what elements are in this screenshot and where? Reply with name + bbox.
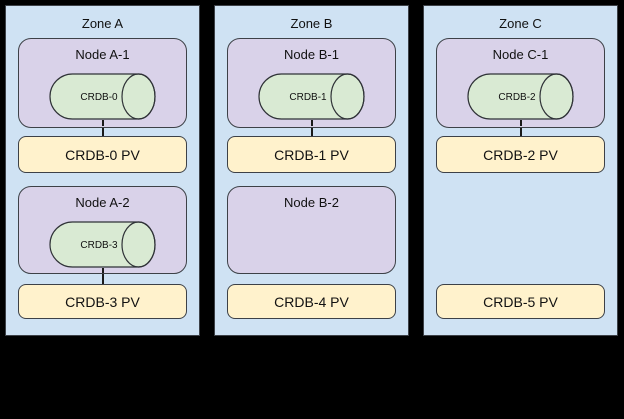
node-a2-box: Node A-2 CRDB-3 xyxy=(18,186,187,274)
node-title: Node C-1 xyxy=(492,47,549,62)
zone-title: Zone A xyxy=(81,16,124,31)
pv-box: CRDB-5 PV xyxy=(436,284,605,319)
zone-c: Zone C Node C-1 CRDB-2 CRDB-2 PV CRDB-5 … xyxy=(423,5,618,336)
pv-label: CRDB-3 PV xyxy=(65,293,140,310)
connector-spacer xyxy=(436,274,605,284)
connector-line xyxy=(18,128,187,136)
pv-label: CRDB-1 PV xyxy=(274,146,349,163)
pv-box: CRDB-4 PV xyxy=(227,284,396,319)
connector-line xyxy=(227,128,396,136)
zone-title: Zone C xyxy=(499,16,542,31)
connector-stub xyxy=(310,120,313,126)
connector-stub xyxy=(519,120,522,126)
crdb-disk-cylinder-icon: CRDB-1 xyxy=(257,73,365,120)
zone-title: Zone B xyxy=(290,16,333,31)
connector-line xyxy=(18,274,187,284)
node-c1-box: Node C-1 CRDB-2 xyxy=(436,38,605,128)
crdb-disk-cylinder-icon: CRDB-3 xyxy=(48,221,156,268)
crdb-disk-cylinder-icon: CRDB-2 xyxy=(466,73,574,120)
pv-box: CRDB-3 PV xyxy=(18,284,187,319)
node-b1-box: Node B-1 CRDB-1 xyxy=(227,38,396,128)
node-a1-box: Node A-1 CRDB-0 xyxy=(18,38,187,128)
pv-box: CRDB-2 PV xyxy=(436,136,605,173)
zone-b: Zone B Node B-1 CRDB-1 CRDB-1 PV Node B-… xyxy=(214,5,409,336)
connector-stub xyxy=(101,120,104,126)
pv-label: CRDB-4 PV xyxy=(274,293,349,310)
crdb-disk-cylinder-icon: CRDB-0 xyxy=(48,73,156,120)
node-b2-box: Node B-2 xyxy=(227,186,396,274)
pv-label: CRDB-0 PV xyxy=(65,146,140,163)
zones-diagram: Zone A Node A-1 CRDB-0 CRDB-0 PV Node A-… xyxy=(5,5,618,336)
connector-line xyxy=(436,128,605,136)
disk-label: CRDB-0 xyxy=(80,92,118,103)
pv-box: CRDB-1 PV xyxy=(227,136,396,173)
connector-spacer xyxy=(227,274,396,284)
empty-node-slot xyxy=(436,186,605,274)
node-title: Node B-2 xyxy=(284,195,339,210)
node-title: Node B-1 xyxy=(284,47,339,62)
disk-label: CRDB-3 xyxy=(80,240,118,251)
zone-a: Zone A Node A-1 CRDB-0 CRDB-0 PV Node A-… xyxy=(5,5,200,336)
pv-box: CRDB-0 PV xyxy=(18,136,187,173)
node-title: Node A-1 xyxy=(75,47,130,62)
disk-label: CRDB-1 xyxy=(289,92,327,103)
connector-stub xyxy=(101,268,104,273)
node-title: Node A-2 xyxy=(75,195,130,210)
disk-label: CRDB-2 xyxy=(498,92,536,103)
pv-label: CRDB-2 PV xyxy=(483,146,558,163)
pv-label: CRDB-5 PV xyxy=(483,293,558,310)
